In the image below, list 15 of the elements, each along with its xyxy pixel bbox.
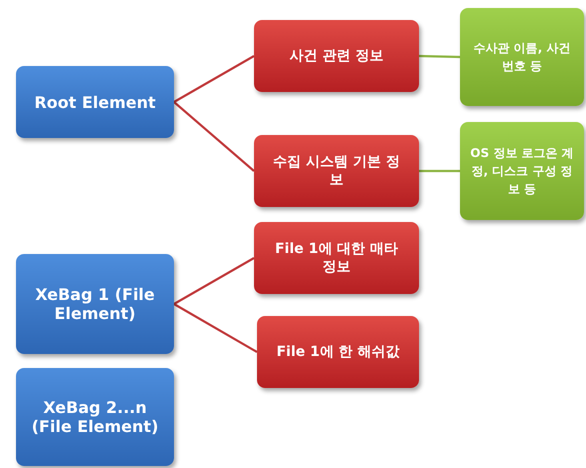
root-box: Root Element [16, 66, 174, 138]
connector-line [173, 101, 255, 172]
category-box: 사건 관련 정보 [254, 20, 419, 92]
connector-line [173, 303, 258, 353]
connector-line [419, 170, 460, 172]
category-box: 수집 시스템 기본 정보 [254, 135, 419, 207]
detail-box: 수사관 이름, 사건 번호 등 [460, 8, 584, 106]
category-box: File 1에 한 해쉬값 [257, 316, 419, 388]
category-box: File 1에 대한 매타 정보 [254, 222, 419, 294]
element-box: XeBag 2...n (File Element) [16, 368, 174, 466]
connector-line [418, 54, 460, 58]
connector-line [173, 55, 255, 103]
detail-box: OS 정보 로그온 계정, 디스크 구성 정보 등 [460, 122, 584, 220]
element-box: XeBag 1 (File Element) [16, 254, 174, 354]
connector-line [173, 257, 255, 305]
